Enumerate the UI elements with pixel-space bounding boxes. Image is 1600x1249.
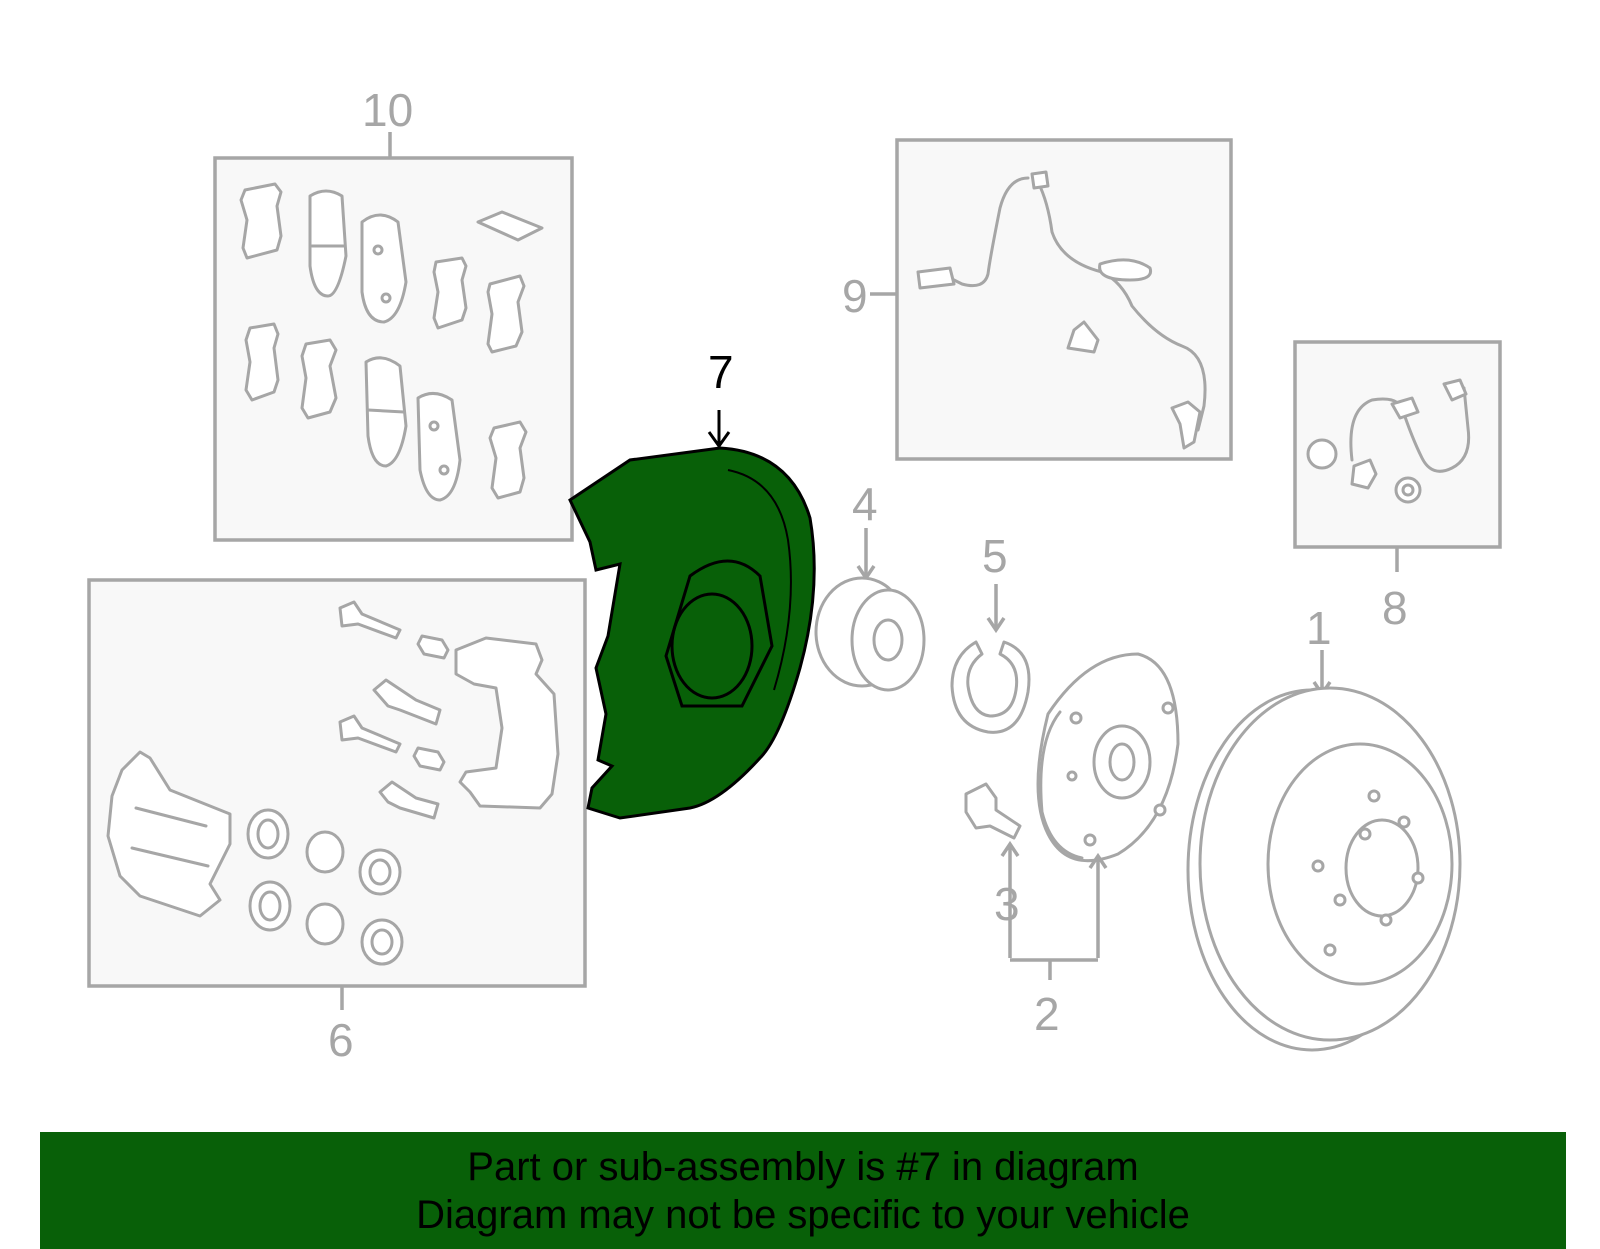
- part-3-hub-bolt[interactable]: 3: [964, 782, 1022, 930]
- part-10-brake-pads[interactable]: 10: [213, 84, 574, 542]
- part-9-speed-sensor[interactable]: 9: [842, 138, 1233, 461]
- part-1-brake-rotor[interactable]: 1: [1186, 602, 1462, 1052]
- callout-9: 9: [842, 270, 868, 322]
- part-7-splash-shield[interactable]: 7: [568, 346, 816, 820]
- callout-7: 7: [708, 346, 734, 398]
- callout-4: 4: [852, 478, 878, 530]
- shield-rim: [727, 469, 792, 691]
- callout-2: 2: [1034, 988, 1060, 1040]
- shield-hub-hole: [670, 592, 754, 700]
- banner-line-2: Diagram may not be specific to your vehi…: [416, 1192, 1190, 1237]
- splash-shield-shape: [568, 446, 816, 820]
- part-4-wheel-bearing[interactable]: 4: [814, 478, 926, 692]
- callout-10: 10: [362, 84, 413, 136]
- callout-8: 8: [1382, 582, 1408, 634]
- callout-1: 1: [1306, 602, 1332, 654]
- part-2-hub-assembly[interactable]: 2: [1000, 652, 1180, 1040]
- part-5-snap-ring[interactable]: 5: [950, 530, 1031, 734]
- callout-5: 5: [982, 530, 1008, 582]
- part-6-caliper-kit[interactable]: 6: [87, 578, 587, 1066]
- callout-6: 6: [328, 1014, 354, 1066]
- shield-inner-ring: [664, 559, 774, 708]
- part-8-brake-hose[interactable]: 8: [1293, 340, 1502, 634]
- info-banner: Part or sub-assembly is #7 in diagram Di…: [40, 1132, 1566, 1249]
- banner-line-1: Part or sub-assembly is #7 in diagram: [467, 1144, 1139, 1189]
- callout-3: 3: [994, 878, 1020, 930]
